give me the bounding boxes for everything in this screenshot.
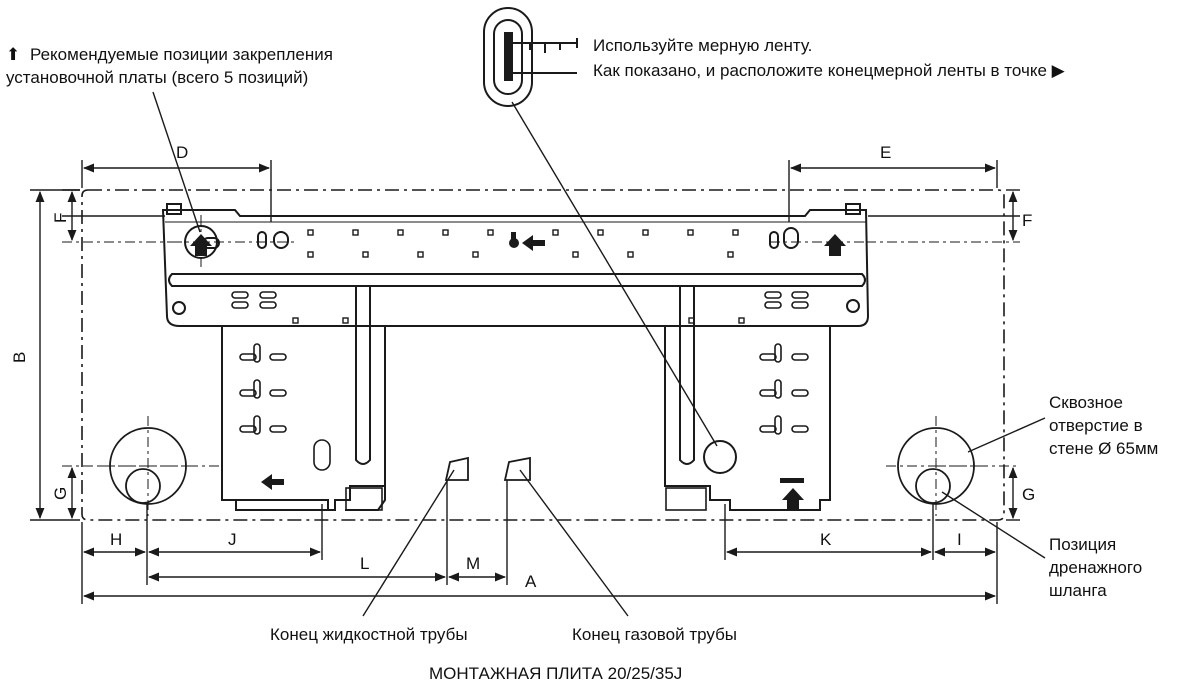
drain-label-line2: дренажного — [1049, 558, 1142, 577]
drain-label-line1: Позиция — [1049, 535, 1116, 554]
hole-label-line2: отверстие в — [1049, 416, 1143, 435]
recommend-text-line2: установочной платы (всего 5 позиций) — [6, 68, 308, 87]
dim-b-label: B — [10, 352, 29, 363]
gas-pipe-label: Конец газовой трубы — [572, 625, 737, 644]
tape-text-line2: Как показано, и расположите конецмерной … — [593, 61, 1066, 80]
hole-label-line1: Сквозное — [1049, 393, 1123, 412]
wall-outline — [81, 189, 1005, 521]
mounting-plate — [161, 203, 870, 511]
pipe-ends — [444, 456, 531, 481]
diagram-caption: МОНТАЖНАЯ ПЛИТА 20/25/35J — [429, 664, 682, 683]
center-lines — [62, 215, 1020, 516]
dim-l-label: L — [360, 554, 369, 573]
dim-a-label: A — [525, 572, 537, 591]
dim-k-label: K — [820, 530, 832, 549]
hole-label-line3: стене Ø 65мм — [1049, 439, 1158, 458]
dimension-lines — [30, 160, 1020, 604]
drain-label-line3: шланга — [1049, 581, 1107, 600]
recommend-text-line1: Рекомендуемые позиции закрепления — [30, 45, 333, 64]
dim-i-label: I — [957, 530, 962, 549]
tape-measure-icon — [483, 7, 578, 107]
liquid-pipe-label: Конец жидкостной трубы — [270, 625, 468, 644]
dim-d-label: D — [176, 143, 188, 162]
dim-h-label: H — [110, 530, 122, 549]
dim-g-left-label: G — [51, 487, 70, 500]
dim-e-label: E — [880, 143, 891, 162]
tape-text-line1: Используйте мерную ленту. — [593, 36, 812, 55]
dim-g-right-label: G — [1022, 485, 1035, 504]
leader-lines — [152, 91, 1046, 617]
dim-f-left-label: F — [51, 213, 70, 223]
dim-j-label: J — [228, 530, 237, 549]
dim-f-right-label: F — [1022, 211, 1032, 230]
recommend-marker: ⬆ — [6, 45, 20, 64]
dim-m-label: M — [466, 554, 480, 573]
